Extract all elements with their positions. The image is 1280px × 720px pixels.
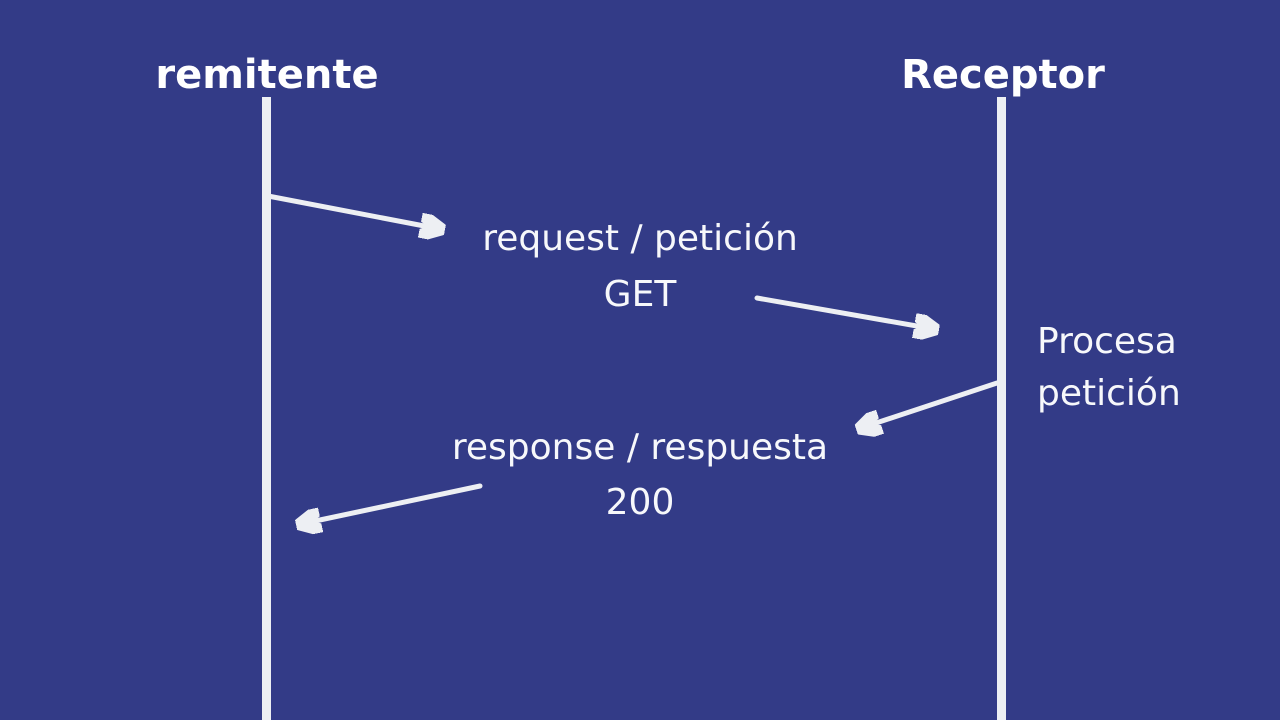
request-method-label: GET bbox=[604, 274, 678, 315]
arrow-request-in bbox=[754, 295, 934, 329]
actor-label-receiver: Receptor bbox=[901, 52, 1105, 98]
process-note-line1: Procesa bbox=[1037, 321, 1177, 362]
actor-label-sender: remitente bbox=[155, 52, 378, 98]
request-message-label: request / petición bbox=[482, 218, 798, 259]
arrow-response-out bbox=[861, 380, 1000, 428]
lifeline-receiver bbox=[997, 97, 1006, 720]
process-note-line2: petición bbox=[1037, 373, 1181, 414]
response-message-label: response / respuesta bbox=[452, 427, 828, 468]
response-code-label: 200 bbox=[606, 482, 675, 523]
lifeline-sender bbox=[262, 97, 271, 720]
arrow-response-in bbox=[301, 483, 483, 524]
arrow-request-out bbox=[265, 193, 440, 229]
